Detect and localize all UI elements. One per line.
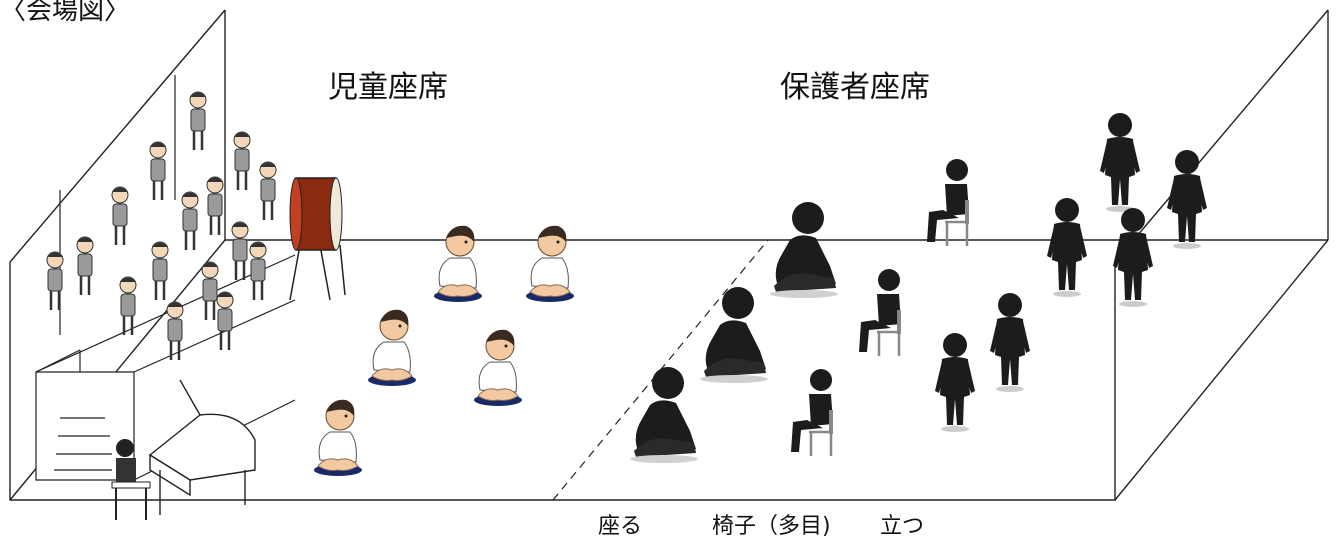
bass-drum xyxy=(289,177,346,301)
pianist xyxy=(111,439,151,520)
chair-mode-label: 椅子（多目) xyxy=(712,514,831,539)
parent-seats-label: 保護者座席 xyxy=(780,70,930,105)
sit-mode-label: 座る xyxy=(598,514,643,539)
children-seats-label: 児童座席 xyxy=(328,70,448,105)
parents-standing xyxy=(935,113,1207,432)
stage-performers xyxy=(45,90,278,362)
stand-mode-label: 立つ xyxy=(880,514,925,539)
grand-piano xyxy=(148,379,256,515)
parents-on-chairs xyxy=(789,157,971,458)
children-seating xyxy=(313,225,575,477)
diagram-title: 〈会場図〉 xyxy=(0,0,131,26)
